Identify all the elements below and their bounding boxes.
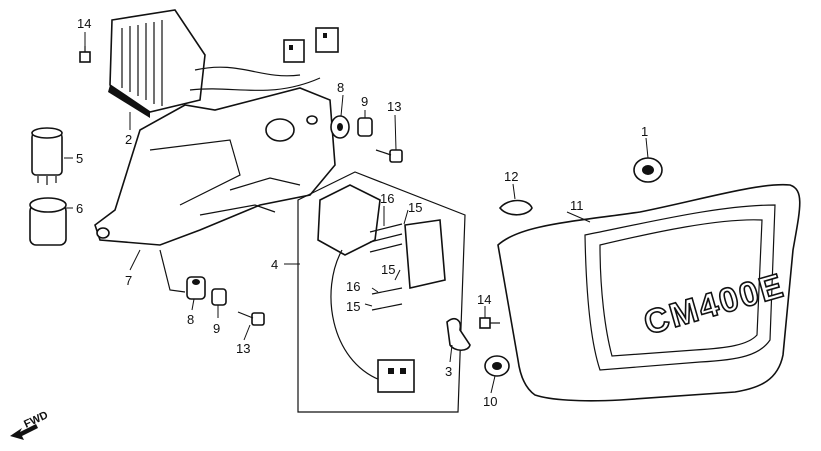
callout-15-a: 15 (408, 200, 422, 215)
forward-direction-arrow: FWD (10, 409, 50, 440)
callout-5: 5 (76, 151, 83, 166)
callout-2: 2 (125, 132, 132, 147)
relay-rubber-mount (29, 197, 67, 246)
callout-13-lower: 13 (236, 341, 250, 356)
callout-14-lower: 14 (477, 292, 491, 307)
callout-1: 1 (641, 124, 648, 139)
grommet-12 (498, 199, 533, 216)
callout-7: 7 (125, 273, 132, 288)
callout-4: 4 (271, 257, 278, 272)
lower-fasteners (186, 276, 265, 326)
callout-16-a: 16 (380, 191, 394, 206)
callout-6: 6 (76, 201, 83, 216)
lower-cover-hardware (446, 317, 510, 377)
leader-lines (64, 32, 649, 394)
callout-3: 3 (445, 364, 452, 379)
callout-10: 10 (483, 394, 497, 409)
callout-13-upper: 13 (387, 99, 401, 114)
callout-12: 12 (504, 169, 518, 184)
regulator-rectifier (108, 9, 339, 118)
callout-8-upper: 8 (337, 80, 344, 95)
callout-16-b: 16 (346, 279, 360, 294)
upper-fasteners (79, 46, 403, 163)
callouts: 1 2 3 4 5 6 7 8 8 9 9 10 11 12 13 13 14 … (76, 16, 648, 409)
callout-8-lower: 8 (187, 312, 194, 327)
callout-14-upper: 14 (77, 16, 91, 31)
relay (31, 127, 63, 185)
callout-11: 11 (570, 198, 584, 213)
callout-9-upper: 9 (361, 94, 368, 109)
grommet-top (633, 157, 663, 183)
fuse-box-assembly (297, 171, 466, 413)
callout-15-c: 15 (346, 299, 360, 314)
callout-15-b: 15 (381, 262, 395, 277)
callout-9-lower: 9 (213, 321, 220, 336)
side-cover: CM400E (497, 183, 801, 402)
mounting-bracket (94, 87, 336, 293)
